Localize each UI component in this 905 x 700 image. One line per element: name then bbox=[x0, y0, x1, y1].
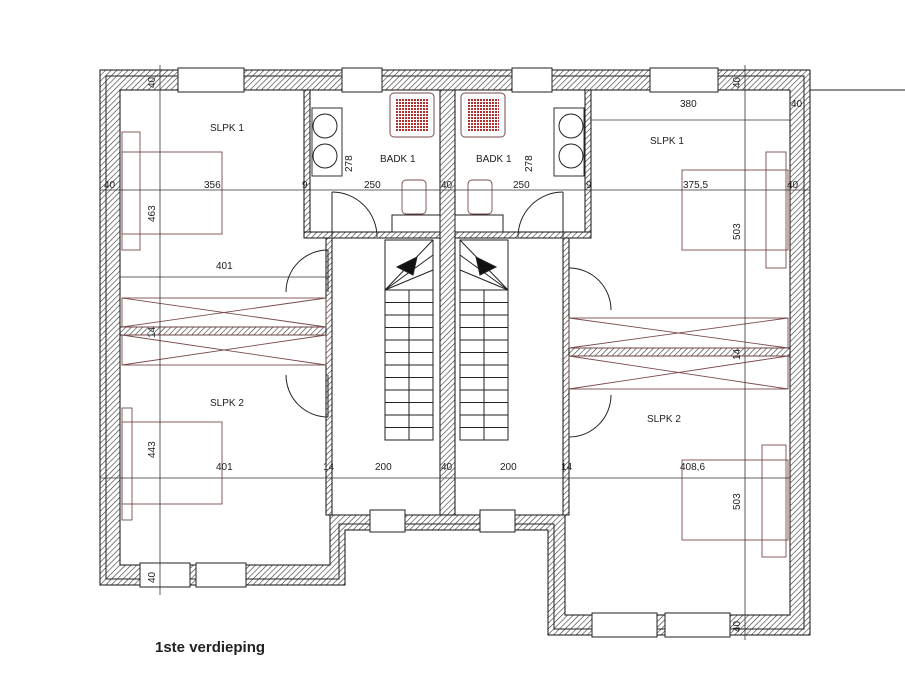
wardrobes bbox=[121, 297, 789, 390]
dimension-label: 503 bbox=[732, 493, 743, 510]
room-label: BADK 1 bbox=[380, 154, 416, 165]
sink-icon bbox=[312, 143, 338, 169]
interior-walls bbox=[119, 89, 791, 516]
toilet-icon bbox=[401, 179, 427, 215]
dimension-label: 250 bbox=[364, 180, 381, 191]
party-wall bbox=[439, 89, 456, 516]
sink-icon bbox=[558, 113, 584, 139]
dimension-label: 401 bbox=[216, 462, 233, 473]
room-label: SLPK 1 bbox=[650, 136, 684, 147]
windows bbox=[139, 67, 731, 638]
dimension-label: 380 bbox=[680, 99, 697, 110]
dimension-label: 200 bbox=[375, 462, 392, 473]
dimension-label: 503 bbox=[732, 223, 743, 240]
dimension-labels: 356 40 9 250 40 250 9 375,5 40 380 40 40… bbox=[104, 76, 803, 632]
dimension-label: 401 bbox=[216, 261, 233, 272]
wardrobe-divider-right bbox=[568, 347, 791, 357]
dimension-label: 200 bbox=[500, 462, 517, 473]
doors bbox=[285, 191, 612, 438]
stairs bbox=[384, 239, 509, 441]
room-label: SLPK 2 bbox=[210, 398, 244, 409]
room-label: SLPK 2 bbox=[647, 414, 681, 425]
room-labels: SLPK 1 BADK 1 BADK 1 SLPK 1 SLPK 2 SLPK … bbox=[210, 123, 684, 425]
dimension-label: 375,5 bbox=[683, 180, 708, 191]
dimension-label: 40 bbox=[441, 462, 453, 473]
dimension-label: 40 bbox=[732, 620, 743, 632]
bed-slpk2-right bbox=[681, 459, 789, 541]
sink-icon bbox=[558, 143, 584, 169]
dimension-label: 40 bbox=[441, 180, 453, 191]
toilet-icon bbox=[467, 179, 493, 215]
room-label: BADK 1 bbox=[476, 154, 512, 165]
dimension-label: 40 bbox=[791, 99, 803, 110]
floor-title: 1ste verdieping bbox=[155, 639, 265, 656]
dimension-label: 463 bbox=[147, 205, 158, 222]
dimension-label: 14 bbox=[561, 462, 573, 473]
stair-arrow-icon bbox=[475, 256, 498, 276]
stair-line bbox=[384, 269, 434, 291]
shower-icon bbox=[396, 99, 428, 131]
dimension-label: 356 bbox=[204, 180, 221, 191]
bed-slpk1-right bbox=[681, 169, 789, 251]
dimension-label: 250 bbox=[513, 180, 530, 191]
dimension-label: 14 bbox=[323, 462, 335, 473]
bed-slpk2-left bbox=[121, 421, 223, 505]
sink-icon bbox=[312, 113, 338, 139]
room-label: SLPK 1 bbox=[210, 123, 244, 134]
dimension-label: 278 bbox=[344, 155, 355, 172]
dimension-label: 278 bbox=[524, 155, 535, 172]
beds bbox=[121, 131, 789, 558]
dimension-label: 443 bbox=[147, 441, 158, 458]
dimension-label: 9 bbox=[302, 180, 308, 191]
stair-line bbox=[459, 269, 509, 291]
dimension-label: 40 bbox=[147, 76, 158, 88]
dimension-label: 40 bbox=[147, 571, 158, 583]
dimension-label: 40 bbox=[787, 180, 799, 191]
bathroom-fixtures bbox=[311, 92, 585, 233]
stair-arrow-icon bbox=[395, 256, 418, 276]
dimension-label: 40 bbox=[104, 180, 116, 191]
dimension-lines bbox=[100, 65, 810, 640]
dimension-label: 14 bbox=[732, 348, 743, 360]
dimension-label: 9 bbox=[586, 180, 592, 191]
dimension-label: 40 bbox=[732, 76, 743, 88]
dimension-label: 14 bbox=[147, 326, 158, 338]
shower-icon bbox=[467, 99, 499, 131]
bed-slpk1-left bbox=[121, 151, 223, 235]
dimension-label: 408,6 bbox=[680, 462, 705, 473]
